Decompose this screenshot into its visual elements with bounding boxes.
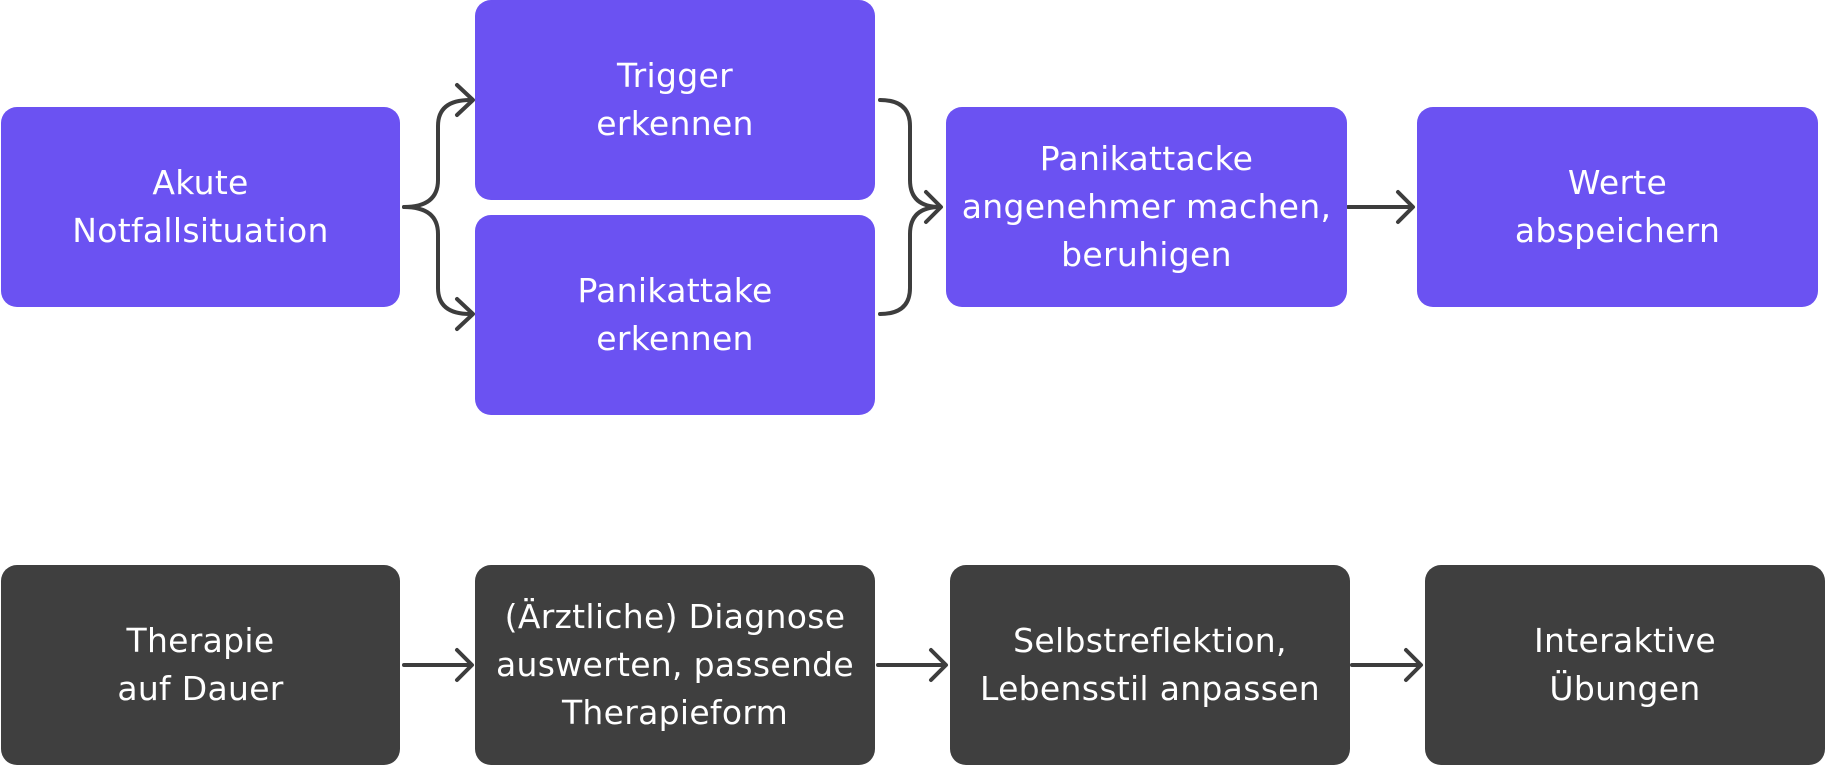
arrowhead-to-exercises	[1404, 648, 1423, 682]
node-calm-down: Panikattacke angenehmer machen, beruhige…	[946, 107, 1347, 307]
merge-connector-upper	[878, 98, 942, 209]
node-interactive-exercises: Interaktive Übungen	[1425, 565, 1825, 765]
node-text-line: Notfallsituation	[72, 211, 329, 250]
arrowhead-to-panic-detect	[455, 297, 475, 331]
node-text-line: erkennen	[596, 319, 754, 358]
node-text-line: Trigger	[617, 56, 733, 95]
node-text-line: Akute	[152, 163, 249, 202]
node-text-line: Interaktive	[1533, 621, 1717, 660]
node-text-line: Panikattake	[577, 271, 773, 310]
merge-connector-lower	[878, 205, 942, 316]
node-text-line: Therapie	[126, 621, 275, 660]
node-text-line: Panikattacke	[1039, 139, 1254, 178]
node-text-line: Lebensstil anpassen	[979, 669, 1321, 708]
node-text-line: erkennen	[596, 104, 754, 143]
node-self-reflection: Selbstreflektion, Lebensstil anpassen	[950, 565, 1350, 765]
node-acute-emergency: Akute Notfallsituation	[1, 107, 400, 307]
node-text-line: Selbstreflektion,	[1013, 621, 1287, 660]
arrowhead-to-save	[1396, 190, 1415, 224]
node-text-line: (Ärztliche) Diagnose	[504, 597, 846, 636]
arrowhead-to-calm	[924, 190, 943, 224]
node-text-line: angenehmer machen,	[961, 187, 1332, 226]
arrowhead-to-reflection	[929, 648, 948, 682]
node-recognize-trigger: Trigger erkennen	[475, 0, 875, 200]
node-text-line: beruhigen	[1061, 235, 1232, 274]
split-connector-upper	[402, 98, 472, 209]
arrowhead-to-trigger	[455, 83, 475, 117]
node-text-line: Therapieform	[561, 693, 789, 732]
node-diagnosis: (Ärztliche) Diagnose auswerten, passende…	[475, 565, 875, 765]
node-text-line: abspeichern	[1514, 211, 1721, 250]
node-text-line: auf Dauer	[117, 669, 284, 708]
split-connector-lower	[402, 205, 472, 316]
arrowhead-to-diagnosis	[455, 648, 474, 682]
node-save-values: Werte abspeichern	[1417, 107, 1818, 307]
node-text-line: Übungen	[1549, 669, 1701, 708]
node-long-term-therapy: Therapie auf Dauer	[1, 565, 400, 765]
node-text-line: Werte	[1567, 163, 1668, 202]
node-recognize-panic-attack: Panikattake erkennen	[475, 215, 875, 415]
node-text-line: auswerten, passende	[495, 645, 855, 684]
